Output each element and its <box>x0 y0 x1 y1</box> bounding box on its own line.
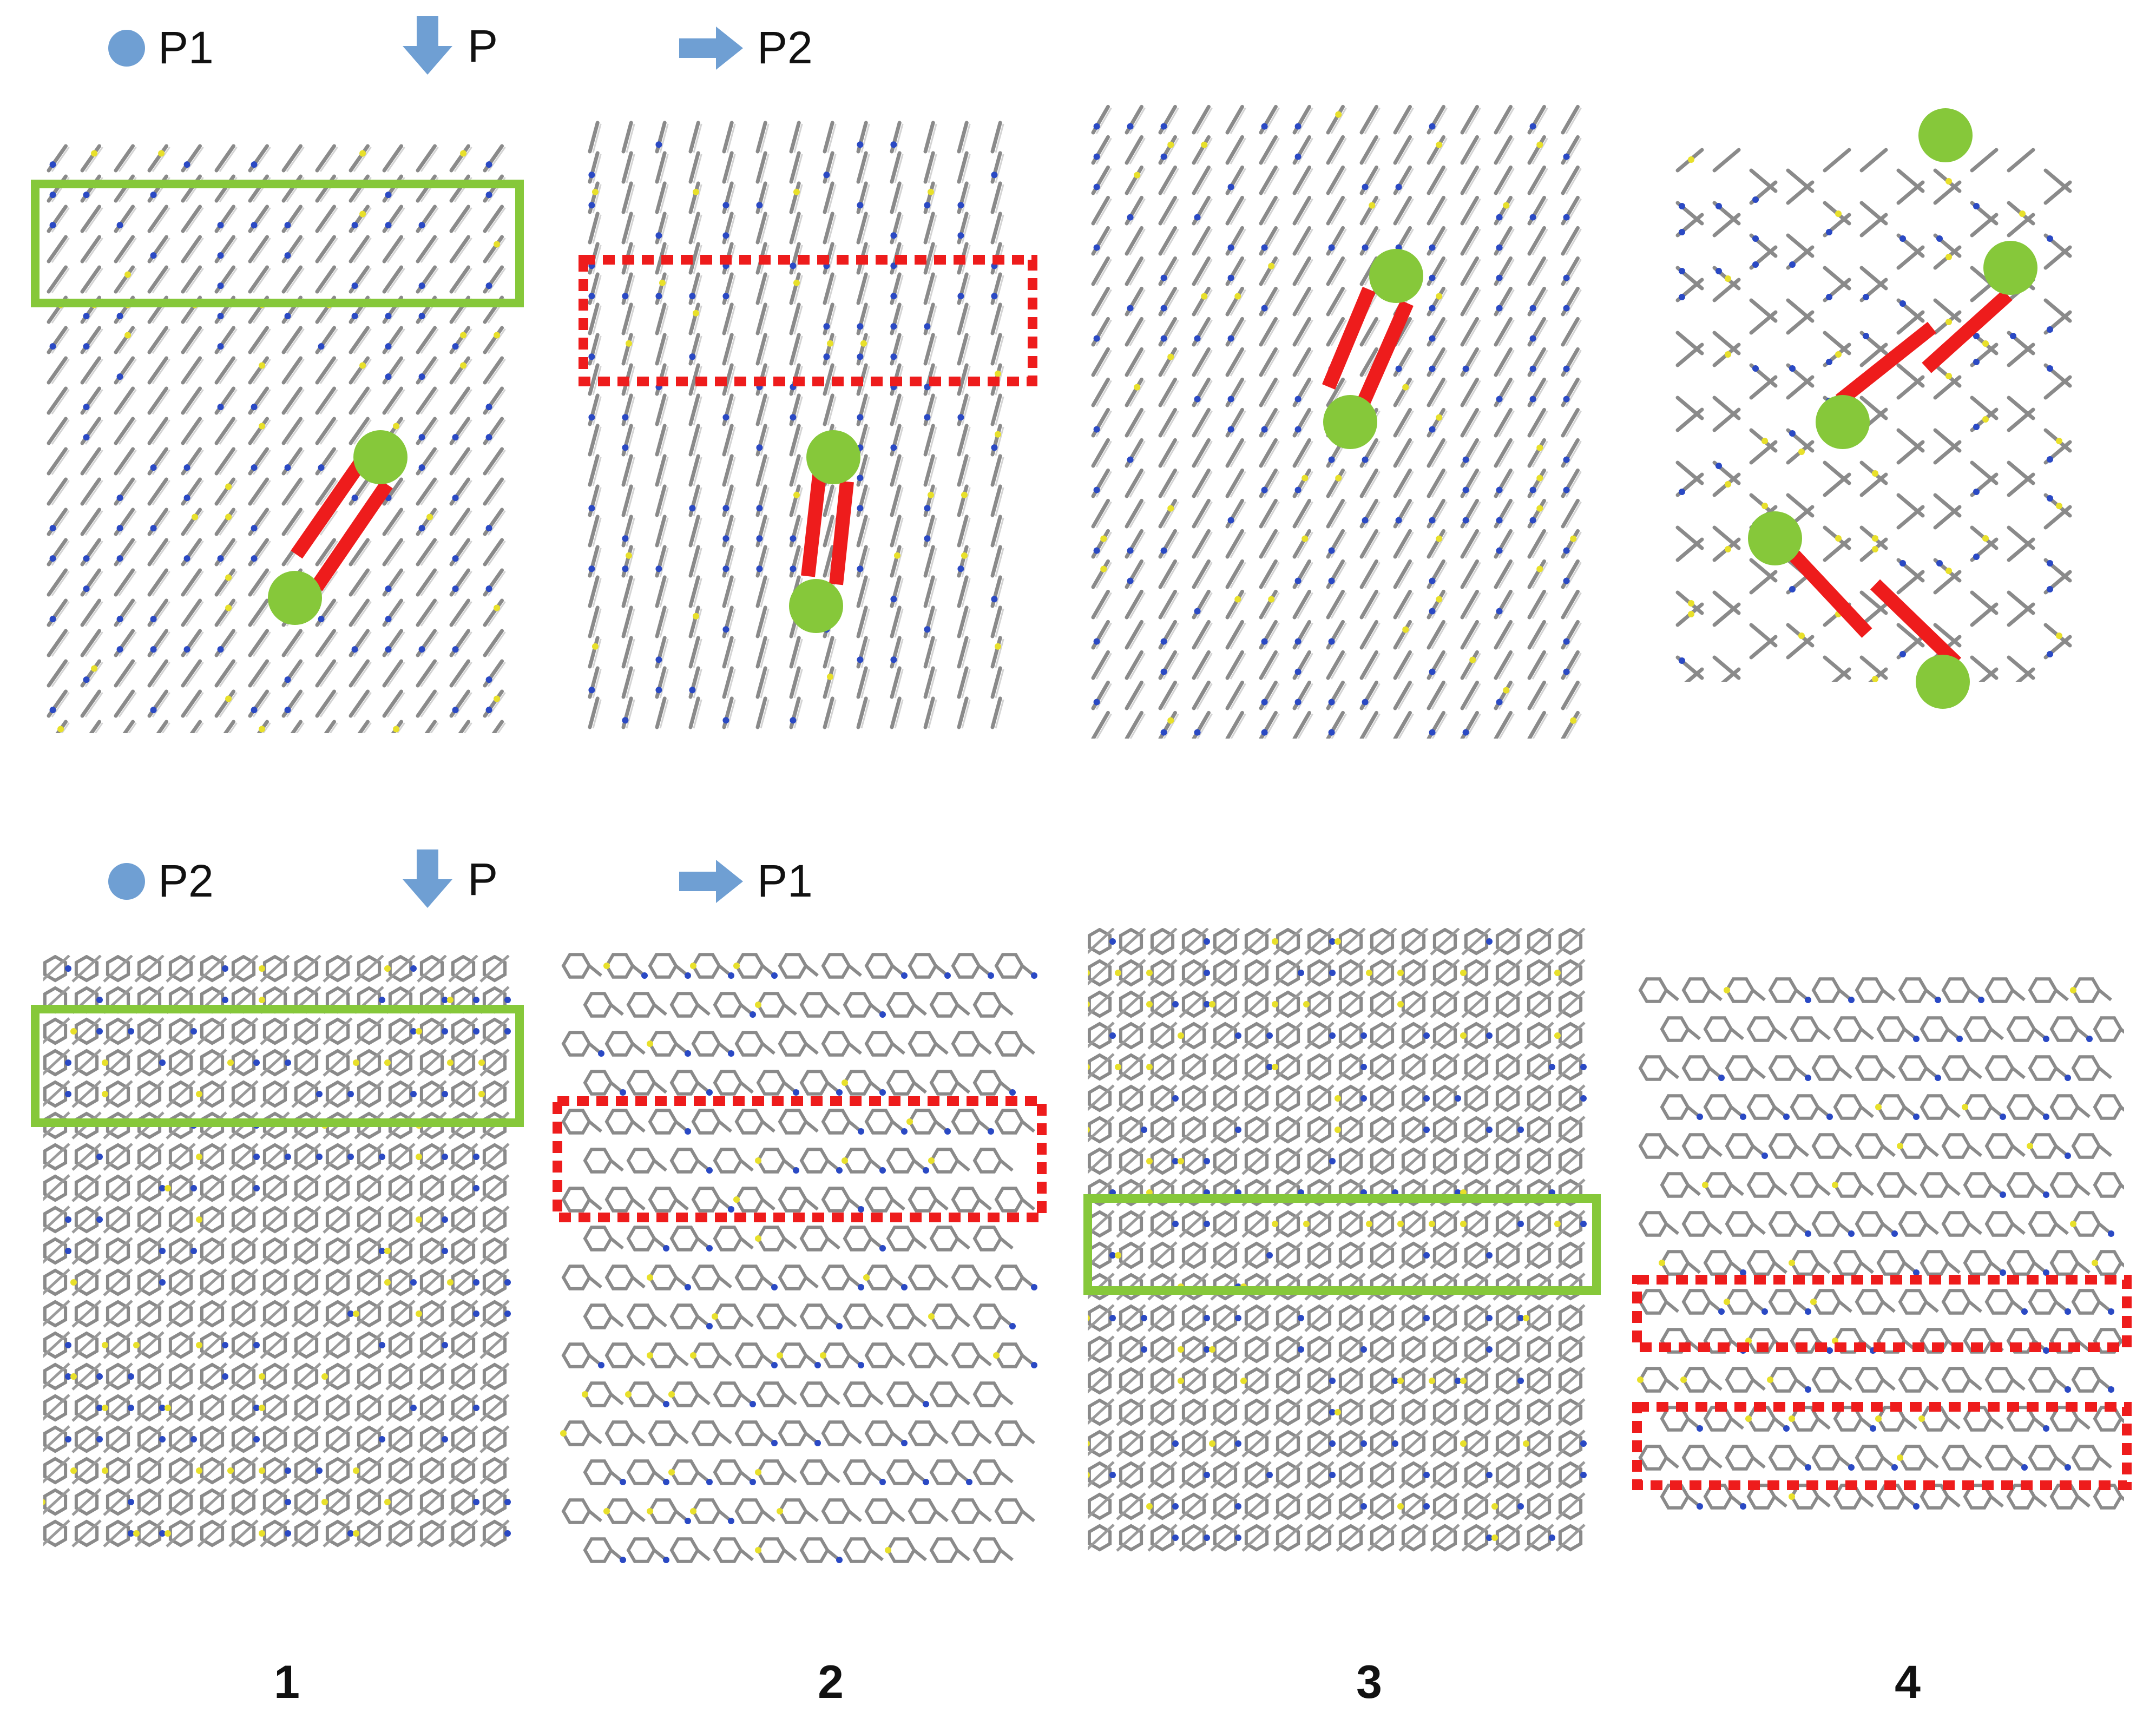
crystal-packing-1-bottom <box>43 955 520 1553</box>
packing-svg <box>1675 148 2072 682</box>
crystal-packing-2-top <box>584 119 1017 730</box>
packing-svg <box>1088 928 1587 1552</box>
crystal-packing-4-top <box>1669 135 2092 682</box>
molecule-texture <box>47 144 506 733</box>
circle-marker-icon <box>108 862 145 900</box>
molecule-texture <box>1637 977 2124 1510</box>
molecule-texture <box>1675 148 2072 682</box>
legend-label: P <box>468 20 498 71</box>
crystal-packing-2-bottom <box>560 950 1039 1572</box>
legend-label: P2 <box>757 22 813 73</box>
legend-bottom-p2: P2 <box>108 855 214 907</box>
legend-label: P1 <box>757 855 813 906</box>
legend-bottom-p: P <box>400 849 498 909</box>
packing-svg <box>1637 977 2124 1510</box>
legend-top-p: P <box>400 16 498 76</box>
circle-marker-icon <box>108 29 145 67</box>
packing-svg <box>560 953 1037 1563</box>
molecule-texture <box>560 953 1037 1563</box>
arrow-right-icon <box>679 859 744 903</box>
arrow-down-icon <box>400 16 455 76</box>
packing-svg <box>1091 104 1582 739</box>
crystal-packing-1-top <box>43 138 520 733</box>
crystal-packing-3-bottom <box>1088 928 1596 1572</box>
legend-top-p2: P2 <box>679 22 813 74</box>
legend-top-p1: P1 <box>108 22 214 74</box>
packing-svg <box>47 144 506 733</box>
legend-label: P <box>468 853 498 905</box>
crystal-packing-4-bottom <box>1637 974 2124 1520</box>
molecule-texture <box>43 955 511 1547</box>
crystal-packing-3-top <box>1088 100 1596 739</box>
packing-svg <box>588 121 1004 729</box>
arrow-down-icon <box>400 849 455 909</box>
compound-label-4: 4 <box>1895 1656 1921 1708</box>
legend-label: P2 <box>158 855 214 906</box>
molecule-texture <box>1091 104 1582 739</box>
legend-label: P1 <box>158 22 214 73</box>
compound-label-2: 2 <box>818 1656 844 1708</box>
arrow-right-icon <box>679 26 744 70</box>
molecule-texture <box>588 121 1004 729</box>
compound-label-3: 3 <box>1356 1656 1382 1708</box>
compound-label-1: 1 <box>274 1656 300 1708</box>
legend-bottom-p1: P1 <box>679 855 813 907</box>
packing-svg <box>43 955 511 1547</box>
molecule-texture <box>1088 928 1587 1552</box>
